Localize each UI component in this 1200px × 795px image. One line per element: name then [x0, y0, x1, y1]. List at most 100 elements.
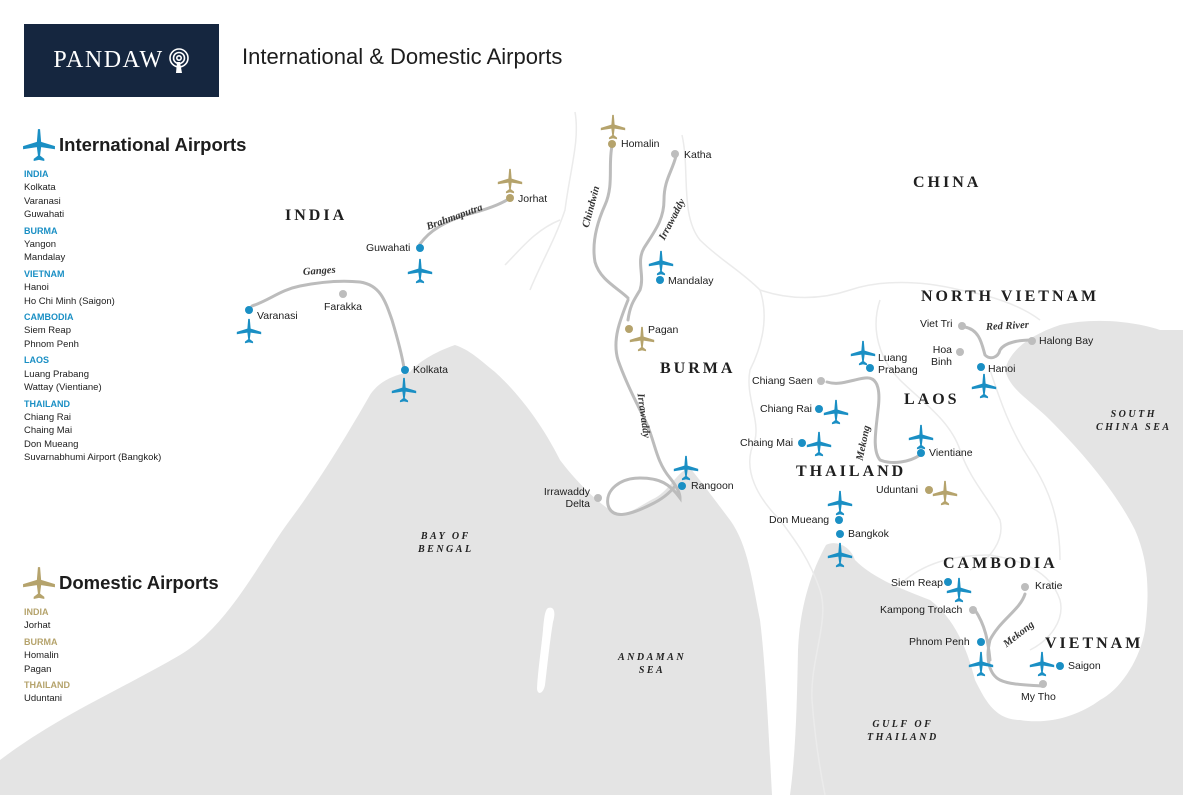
plane-icon[interactable]	[648, 250, 674, 276]
page-title: International & Domestic Airports	[242, 44, 563, 69]
ganges-river	[250, 279, 406, 370]
place-label-kolkata: Kolkata	[413, 364, 449, 376]
place-label-uduntani: Uduntani	[876, 484, 919, 496]
legend-airport: Wattay (Vientiane)	[24, 382, 102, 394]
place-label-chiang-rai: Chiang Rai	[760, 403, 812, 415]
legend-country: LAOS	[24, 355, 50, 366]
country-label-cambodia: CAMBODIA	[943, 555, 1058, 572]
place-marker[interactable]	[245, 306, 253, 314]
irrawaddy-upper-river	[626, 154, 678, 322]
plane-icon[interactable]	[827, 490, 853, 516]
place-marker[interactable]	[977, 638, 985, 646]
place-marker[interactable]	[969, 606, 977, 614]
place-label-hanoi: Hanoi	[988, 363, 1016, 375]
place-marker[interactable]	[656, 276, 664, 284]
place-marker[interactable]	[1056, 662, 1064, 670]
legend-airport: Yangon	[24, 239, 57, 251]
place-marker[interactable]	[977, 363, 985, 371]
place-marker[interactable]	[401, 366, 409, 374]
plane-icon[interactable]	[827, 542, 853, 568]
place-label-siem-reap: Siem Reap	[891, 577, 943, 589]
irrawaddy-lower-river	[606, 298, 682, 516]
place-label-katha: Katha	[684, 149, 712, 161]
country-label-vietnam: VIETNAM	[1045, 635, 1144, 652]
place-marker[interactable]	[625, 325, 633, 333]
plane-icon[interactable]	[629, 326, 655, 352]
plane-icon[interactable]	[806, 431, 832, 457]
place-label-line: Hoa	[932, 344, 952, 356]
plane-icon[interactable]	[600, 114, 626, 140]
legend-country: VIETNAM	[24, 268, 65, 279]
place-marker[interactable]	[817, 377, 825, 385]
place-marker[interactable]	[671, 150, 679, 158]
plane-icon[interactable]	[823, 399, 849, 425]
place-label-line: Binh	[930, 356, 952, 368]
place-label-hoa-binh: Hoa Binh	[928, 344, 952, 368]
place-marker[interactable]	[678, 482, 686, 490]
place-marker[interactable]	[1028, 337, 1036, 345]
place-label-luang-prabang: Luang Prabang	[878, 352, 918, 376]
place-marker[interactable]	[956, 348, 964, 356]
plane-icon[interactable]	[1029, 651, 1055, 677]
place-marker[interactable]	[594, 494, 602, 502]
plane-icon[interactable]	[497, 168, 523, 194]
legend-airport: Pagan	[24, 663, 52, 675]
place-marker[interactable]	[815, 405, 823, 413]
place-label-bangkok: Bangkok	[848, 528, 889, 540]
peacock-icon	[168, 47, 189, 73]
plane-icon	[23, 567, 55, 599]
sea-area	[0, 345, 772, 795]
red-river	[963, 325, 1034, 360]
place-marker[interactable]	[608, 140, 616, 148]
plane-icon[interactable]	[236, 318, 262, 344]
legend-airport: Guwahati	[24, 209, 65, 221]
river-label-red-river: Red River	[985, 319, 1030, 333]
legend-airport: Phnom Penh	[24, 338, 79, 350]
plane-icon[interactable]	[946, 577, 972, 603]
place-marker[interactable]	[944, 578, 952, 586]
place-marker[interactable]	[958, 322, 966, 330]
place-marker[interactable]	[835, 516, 843, 524]
place-label-vientiane: Vientiane	[929, 447, 973, 459]
legend-country: THAILAND	[24, 398, 70, 409]
country-label-laos: LAOS	[904, 391, 960, 408]
place-marker[interactable]	[836, 530, 844, 538]
place-marker[interactable]	[1039, 680, 1047, 688]
place-marker[interactable]	[798, 439, 806, 447]
plane-icon[interactable]	[391, 377, 417, 403]
plane-icon[interactable]	[932, 480, 958, 506]
plane-icon[interactable]	[971, 373, 997, 399]
legend-title: Domestic Airports	[59, 572, 219, 593]
legend-country: CAMBODIA	[24, 312, 74, 323]
place-marker[interactable]	[866, 364, 874, 372]
place-label-my-tho: My Tho	[1021, 691, 1056, 703]
legend-airport: Homalin	[24, 650, 59, 662]
plane-icon[interactable]	[968, 651, 994, 677]
place-marker[interactable]	[917, 449, 925, 457]
international-legend-heading: International Airports	[22, 128, 246, 162]
place-label-kratie: Kratie	[1035, 580, 1063, 592]
place-marker[interactable]	[925, 486, 933, 494]
place-marker[interactable]	[1021, 583, 1029, 591]
country-label-china: CHINA	[913, 174, 982, 191]
place-marker[interactable]	[506, 194, 514, 202]
plane-icon[interactable]	[850, 340, 876, 366]
chindwin-river	[592, 144, 630, 300]
country-label-burma: BURMA	[660, 360, 736, 377]
sea-label-line: SEA	[638, 665, 666, 676]
place-marker[interactable]	[339, 290, 347, 298]
plane-icon[interactable]	[908, 424, 934, 450]
legend-airport: Uduntani	[24, 693, 63, 705]
sea-label-line: ANDAMAN	[618, 652, 687, 663]
mekong-upper-river	[825, 376, 922, 464]
plane-icon[interactable]	[673, 455, 699, 481]
pandaw-logo: PANDAW	[24, 24, 219, 97]
plane-icon[interactable]	[407, 258, 433, 284]
place-label-line: Irrawaddy	[543, 486, 590, 498]
sea-label-andaman-sea: ANDAMAN SEA	[618, 651, 686, 677]
place-label-mandalay: Mandalay	[668, 275, 714, 287]
legend-airport: Siem Reap	[24, 325, 71, 337]
sea-label-line: BAY OF	[420, 531, 471, 542]
place-marker[interactable]	[416, 244, 424, 252]
